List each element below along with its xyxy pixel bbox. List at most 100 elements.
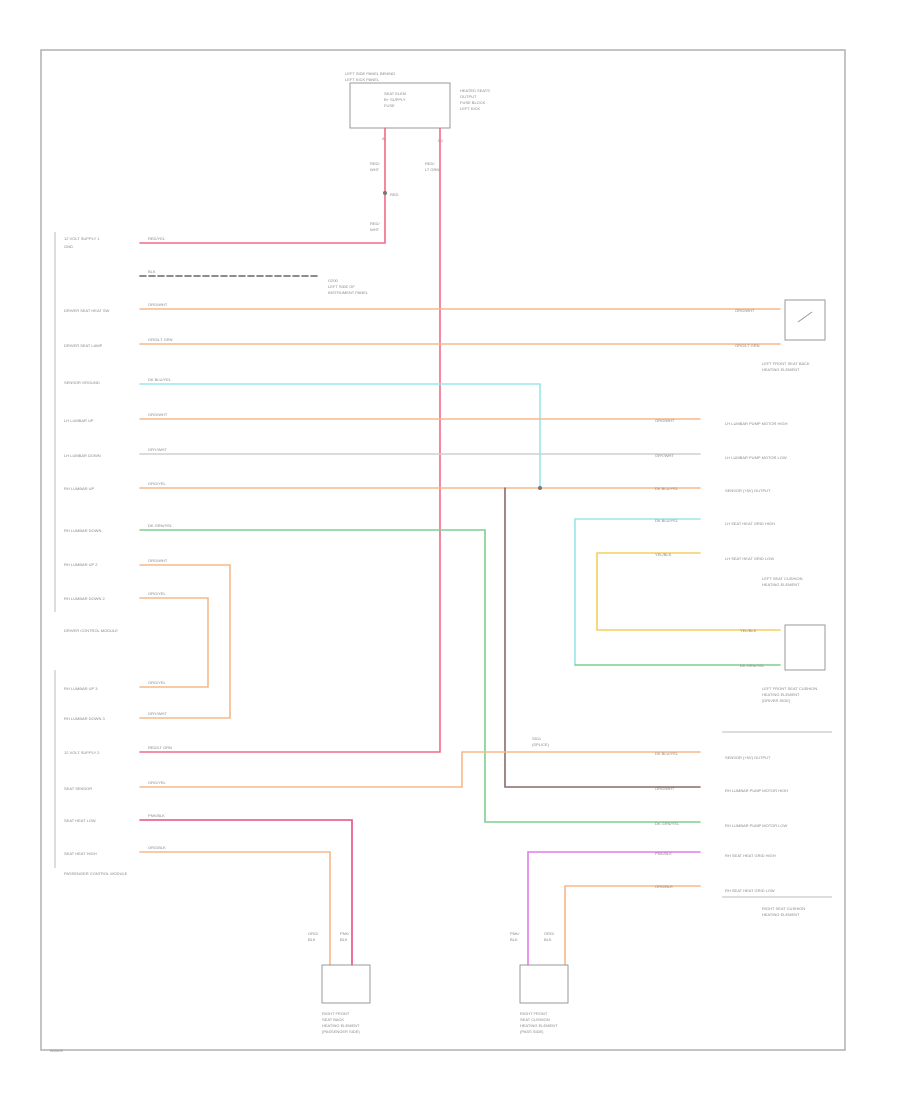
top-fuse-component: [349, 82, 451, 129]
left-seat-back-element: [784, 299, 826, 341]
right-label: SENSOR (+5V) OUTPUT: [725, 755, 771, 760]
left-connector-label: DRIVER CONTROL MODULE: [64, 628, 118, 633]
top-wire-label: WHT: [370, 227, 380, 232]
top-wire-label: WHT: [370, 167, 380, 172]
top-title-1: LEFT SIDE PANEL BEHIND: [345, 71, 395, 76]
left-connector-label: SENSOR GROUND: [64, 380, 100, 385]
brown-wire: [504, 487, 701, 788]
bottom-left-wire-label: ORG/: [308, 931, 319, 936]
bottom-right-wire-label: PNK/: [510, 931, 520, 936]
right-label: LH LUMBAR PUMP MOTOR HIGH: [725, 421, 788, 426]
right-label: (SPLICE): [532, 742, 550, 747]
top-pin-right: C1: [438, 138, 444, 143]
splice-node-s510: [383, 191, 387, 195]
yellow-cushion-wire: [596, 552, 781, 631]
wire-color-label: DK GRN/YEL: [148, 523, 173, 528]
right-label: ORG/BLK: [655, 884, 673, 889]
right-label: PNK/BLK: [655, 851, 672, 856]
left-connector-label: SEAT HEAT HIGH: [64, 851, 97, 856]
right-label: ORG/WHT: [735, 308, 755, 313]
bottom-right-component-label: SEAT CUSHION: [520, 1017, 550, 1022]
orange-loop-outer: [139, 564, 231, 719]
right-label: HEATING ELEMENT: [762, 367, 800, 372]
red-supply-wire-2: [139, 127, 441, 753]
cyan-sensor-wire: [139, 383, 541, 489]
splice-node-s511: [538, 486, 542, 490]
top-side-note-2: OUTPUT: [460, 94, 477, 99]
left-connector-label: RH LUMBAR UP 2: [64, 562, 98, 567]
wire-color-label: ORG/YEL: [148, 481, 167, 486]
bottom-left-component-label: RIGHT FRONT: [322, 1011, 350, 1016]
wire-color-label: ORG/BLK: [148, 845, 166, 850]
top-side-note-3: FUSE BLOCK: [460, 100, 486, 105]
left-connector-label: SEAT SENSOR: [64, 786, 92, 791]
wire-color-label: ORG/WHT: [148, 302, 168, 307]
bottom-left-component-label: SEAT BACK: [322, 1017, 344, 1022]
bottom-right-wire-label: BLK: [544, 937, 552, 942]
right-label: SENSOR (+5V) OUTPUT: [725, 488, 771, 493]
label-layer: 12 VOLT SUPPLY 1 GND DRIVER SEAT HEAT SW DR…: [64, 161, 817, 1034]
right-label: YEL/BLK: [655, 552, 672, 557]
orange-heat-wire: [139, 851, 331, 966]
wire-color-label: ORG/LT GRN: [148, 337, 173, 342]
cyan-cushion-wire: [574, 518, 701, 666]
orange-heat-wire-right: [564, 885, 701, 966]
ground-note: G200: [328, 278, 339, 283]
left-connector-label: GND: [64, 244, 73, 249]
wire-color-label: RED/YEL: [148, 236, 166, 241]
left-connector-label: RH LUMBAR UP: [64, 486, 95, 491]
bottom-left-wire-label: PNK/: [340, 931, 350, 936]
red-supply-wire-1: [139, 127, 386, 244]
right-label: LEFT FRONT SEAT BACK: [762, 361, 810, 366]
bottom-left-component-label: HEATING ELEMENT: [322, 1023, 360, 1028]
left-seat-cushion-element: [784, 624, 826, 671]
bottom-right-component-label: (PASS SIDE): [520, 1029, 544, 1034]
ground-note: LEFT SIDE OF: [328, 284, 355, 289]
wire-color-label: GRY/WHT: [148, 447, 167, 452]
bottom-left-component-label: (PASSENGER SIDE): [322, 1029, 360, 1034]
left-connector-label: RH LUMBAR DOWN 2: [64, 596, 105, 601]
right-label: DK BLU/YEL: [655, 751, 679, 756]
bottom-right-component-label: RIGHT FRONT: [520, 1011, 548, 1016]
top-wire-label: RED: [390, 192, 399, 197]
left-connector-label: 12 VOLT SUPPLY 1: [64, 236, 100, 241]
bottom-right-wire-label: ORG/: [544, 931, 555, 936]
right-label: RH LUMBAR PUMP MOTOR LOW: [725, 823, 788, 828]
wire-color-label: BLK: [148, 269, 156, 274]
right-label: DK GRN/YEL: [740, 663, 765, 668]
left-connector-label: RH LUMBAR DOWN: [64, 528, 101, 533]
top-title-2: LEFT KICK PANEL: [345, 77, 380, 82]
right-label: RH SEAT HEAT GRID LOW: [725, 888, 775, 893]
left-connector-label: 12 VOLT SUPPLY 2: [64, 750, 100, 755]
right-label: HEATING ELEMENT: [762, 582, 800, 587]
left-connector-label: PASSENGER CONTROL MODULE: [64, 871, 128, 876]
top-wire-label: LT GRN: [425, 167, 439, 172]
right-label: LEFT SEAT CUSHION: [762, 576, 803, 581]
top-side-note-1: HEATED SEATS: [460, 88, 490, 93]
right-seat-cushion-element: [519, 964, 569, 1004]
right-label: DK GRN/YEL: [655, 821, 680, 826]
left-connector-label: LH LUMBAR DOWN: [64, 453, 101, 458]
wire-color-label: ORG/YEL: [148, 591, 167, 596]
diagram-frame: [40, 49, 846, 1051]
right-label: ORG/LT GRN: [735, 343, 760, 348]
left-connector-label: DRIVER SEAT HEAT SW: [64, 308, 109, 313]
bottom-right-component-label: HEATING ELEMENT: [520, 1023, 558, 1028]
wire-color-label: ORG/YEL: [148, 780, 167, 785]
orange-loop-inner: [139, 597, 209, 688]
right-label: LH SEAT HEAT GRID HIGH: [725, 521, 775, 526]
wire-color-label: DK BLU/YEL: [148, 377, 172, 382]
right-label: DK BLU/YEL: [655, 486, 679, 491]
right-label: ORG/WHT: [655, 786, 675, 791]
right-label: RH LUMBAR PUMP MOTOR HIGH: [725, 788, 788, 793]
left-connector-label: RH LUMBAR UP 3: [64, 686, 98, 691]
wire-color-label: RED/LT GRN: [148, 745, 172, 750]
top-wire-label: RED/: [425, 161, 435, 166]
right-label: (DRIVER SIDE): [762, 698, 791, 703]
right-label: LH SEAT HEAT GRID LOW: [725, 556, 774, 561]
right-label: LH LUMBAR PUMP MOTOR LOW: [725, 455, 787, 460]
right-label: DK BLU/YEL: [655, 518, 679, 523]
wire-color-label: ORG/WHT: [148, 558, 168, 563]
right-seat-back-element: [321, 964, 371, 1004]
